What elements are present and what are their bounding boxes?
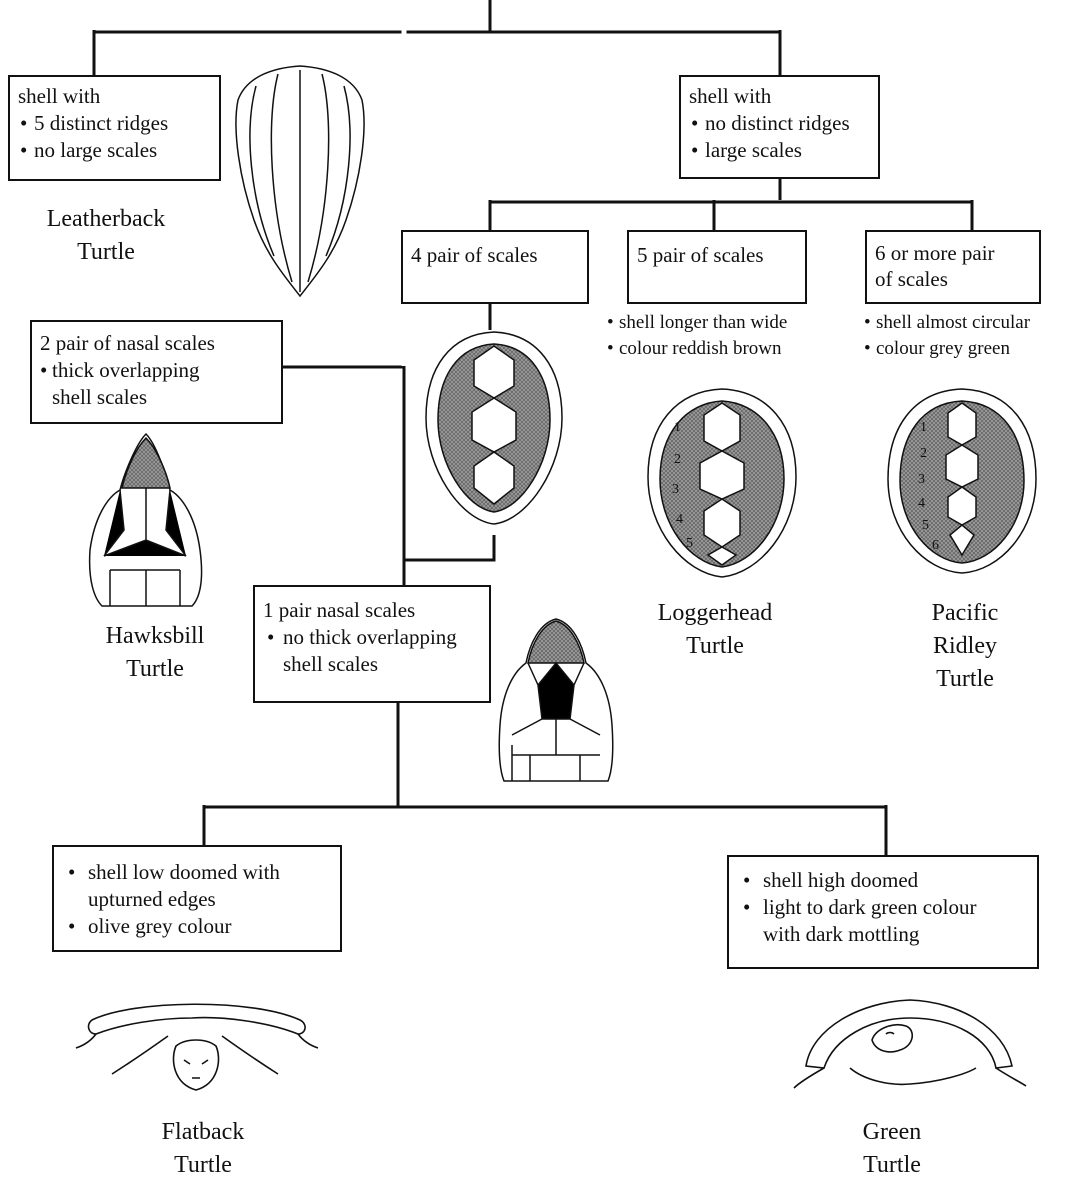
scute-number: 2 <box>674 452 681 467</box>
bullet: • shell low doomed with <box>62 859 332 886</box>
note: colour grey green <box>864 336 1030 362</box>
scute-number: 1 <box>920 420 927 435</box>
bullet-text: thick overlapping <box>52 358 200 382</box>
scute-number: 1 <box>674 420 681 435</box>
ridley-shell-illustration: 1 2 3 4 5 6 <box>882 385 1042 575</box>
bullet-dot: • <box>267 624 274 651</box>
bullet: • olive grey colour <box>62 913 332 940</box>
bullet: • light to dark green colour <box>737 894 1029 921</box>
ridley-name: Pacific Ridley Turtle <box>895 597 1035 696</box>
hawksbill-head-illustration <box>80 430 210 610</box>
scute-number: 3 <box>918 472 925 487</box>
six-pair-box: 6 or more pair of scales <box>865 230 1041 304</box>
scute-number: 4 <box>676 512 683 527</box>
flatback-name: Flatback Turtle <box>128 1116 278 1182</box>
hardshell-key-box: shell with no distinct ridges large scal… <box>679 75 880 179</box>
leatherback-name: Leatherback Turtle <box>26 203 186 269</box>
bullet: • shell high doomed <box>737 867 1029 894</box>
four-pair-box: 4 pair of scales <box>401 230 589 304</box>
bullet-text: olive grey colour <box>88 914 231 938</box>
green-key-box: • shell high doomed • light to dark gree… <box>727 855 1039 969</box>
name-line: Ridley <box>895 630 1035 663</box>
loggerhead-shell-illustration: 1 2 3 4 5 <box>640 385 805 580</box>
loggerhead-name: Loggerhead Turtle <box>630 597 800 663</box>
bullet-text: no thick overlapping <box>283 625 457 649</box>
scute-number: 5 <box>686 536 693 551</box>
name-line: Pacific <box>895 597 1035 630</box>
leatherback-shell-illustration <box>230 60 370 300</box>
bullet-continuation: shell scales <box>263 651 481 678</box>
box-title-2: of scales <box>875 266 1031 292</box>
box-title: shell with <box>689 83 870 110</box>
name-line: Turtle <box>822 1149 962 1182</box>
scute-number: 2 <box>920 446 927 461</box>
name-line: Turtle <box>26 236 186 269</box>
bullet-text: shell low doomed with <box>88 860 280 884</box>
note: shell longer than wide <box>607 310 787 336</box>
scute-number: 6 <box>932 538 939 553</box>
ridley-notes: shell almost circular colour grey green <box>864 310 1030 362</box>
box-title: 5 pair of scales <box>637 242 797 269</box>
one-nasal-box: 1 pair nasal scales • no thick overlappi… <box>253 585 491 703</box>
bullet: 5 distinct ridges <box>18 110 211 137</box>
bullet-dot: • <box>40 357 47 384</box>
box-title: 1 pair nasal scales <box>263 597 481 624</box>
flatback-key-box: • shell low doomed with upturned edges •… <box>52 845 342 952</box>
box-title: 2 pair of nasal scales <box>40 330 273 357</box>
name-line: Turtle <box>128 1149 278 1182</box>
four-pair-shell-illustration <box>420 328 568 528</box>
bullet-dot: • <box>743 867 750 894</box>
five-pair-box: 5 pair of scales <box>627 230 807 304</box>
bullet: no distinct ridges <box>689 110 870 137</box>
scute-number: 5 <box>922 518 929 533</box>
bullet-continuation: shell scales <box>40 384 273 411</box>
box-title: 6 or more pair <box>875 240 1031 266</box>
box-title: 4 pair of scales <box>411 242 579 269</box>
name-line: Leatherback <box>26 203 186 236</box>
note: shell almost circular <box>864 310 1030 336</box>
leatherback-key-box: shell with 5 distinct ridges no large sc… <box>8 75 221 181</box>
bullet: • thick overlapping <box>40 357 273 384</box>
bullet-text: light to dark green colour <box>763 895 976 919</box>
green-turtle-illustration <box>790 988 1030 1096</box>
name-line: Green <box>822 1116 962 1149</box>
bullet-text: shell high doomed <box>763 868 918 892</box>
loggerhead-notes: shell longer than wide colour reddish br… <box>607 310 787 362</box>
bullet-dot: • <box>743 894 750 921</box>
name-line: Flatback <box>128 1116 278 1149</box>
bullet-continuation: with dark mottling <box>737 921 1029 948</box>
bullet-dot: • <box>68 859 75 886</box>
hawksbill-name: Hawksbill Turtle <box>80 620 230 686</box>
flatback-turtle-illustration <box>72 990 322 1095</box>
bullet: large scales <box>689 137 870 164</box>
bullet: • no thick overlapping <box>263 624 481 651</box>
green-name: Green Turtle <box>822 1116 962 1182</box>
name-line: Turtle <box>630 630 800 663</box>
two-nasal-box: 2 pair of nasal scales • thick overlappi… <box>30 320 283 424</box>
scute-number: 4 <box>918 496 925 511</box>
bullet: no large scales <box>18 137 211 164</box>
green-head-illustration <box>490 615 620 785</box>
name-line: Loggerhead <box>630 597 800 630</box>
box-title: shell with <box>18 83 211 110</box>
name-line: Hawksbill <box>80 620 230 653</box>
bullet-dot: • <box>68 913 75 940</box>
note: colour reddish brown <box>607 336 787 362</box>
scute-number: 3 <box>672 482 679 497</box>
name-line: Turtle <box>895 663 1035 696</box>
name-line: Turtle <box>80 653 230 686</box>
bullet-continuation: upturned edges <box>62 886 332 913</box>
